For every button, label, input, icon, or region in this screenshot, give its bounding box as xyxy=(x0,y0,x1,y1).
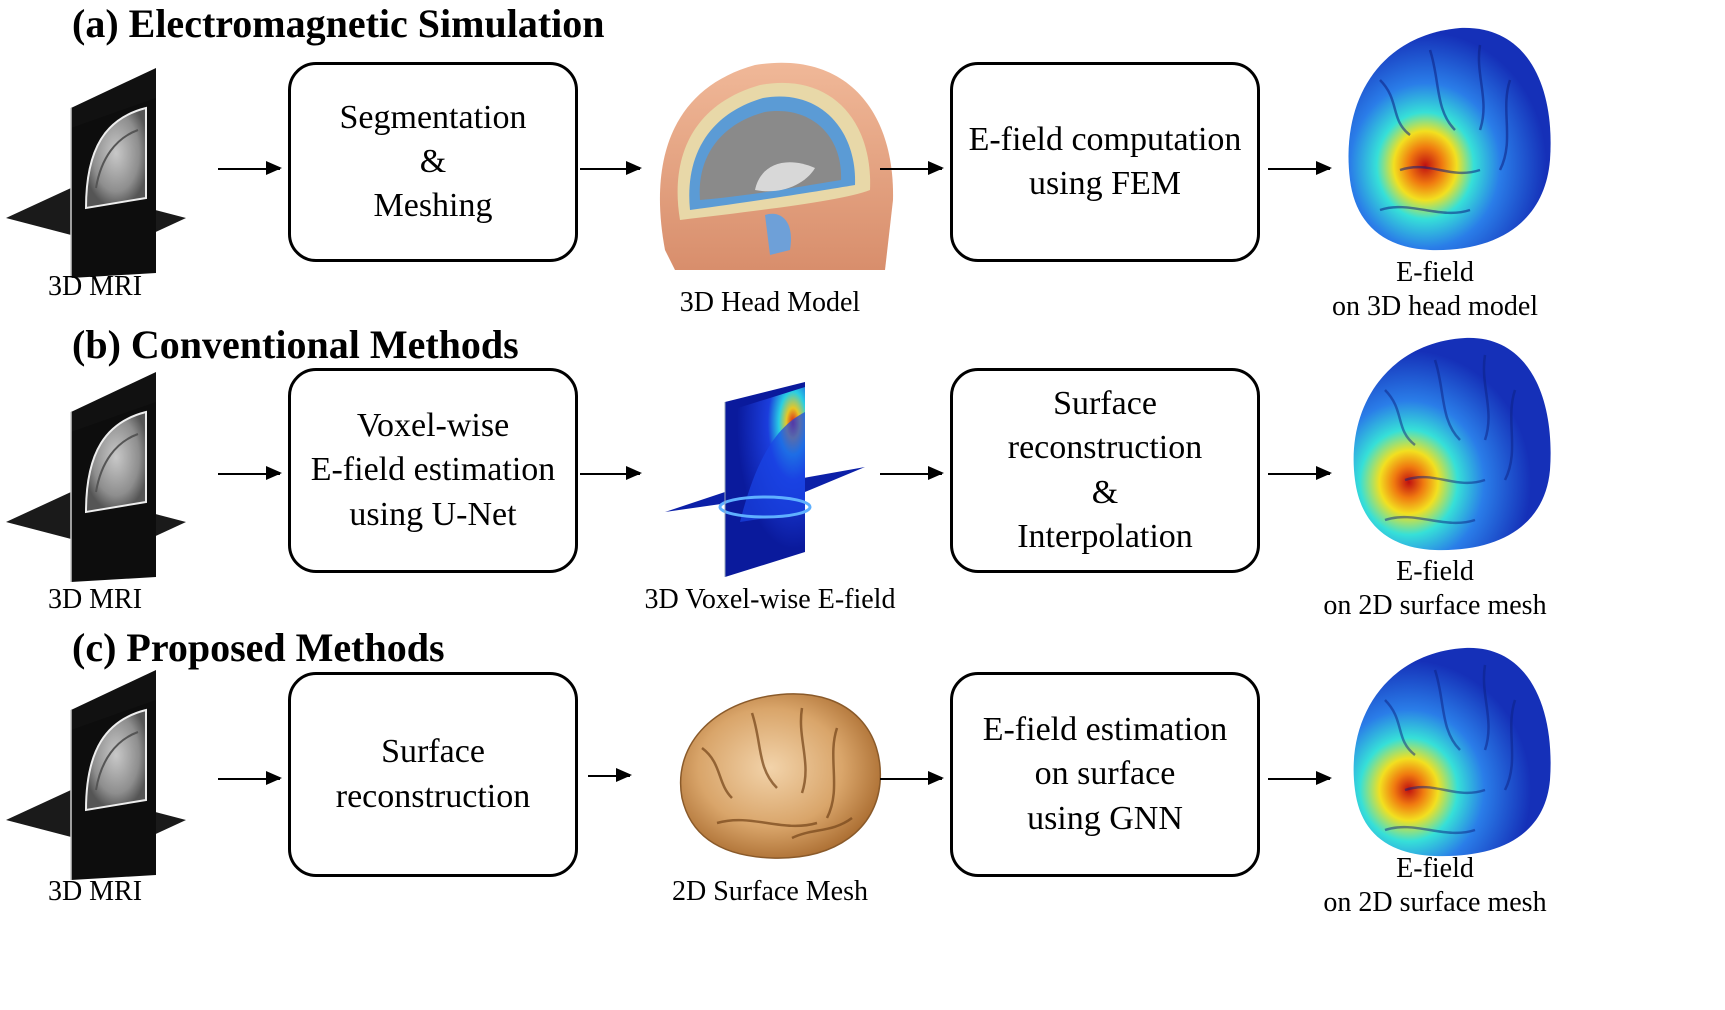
arrow xyxy=(1268,466,1332,480)
step-box-voxel-wise-unet: Voxel-wise E-field estimation using U-Ne… xyxy=(288,368,578,573)
mri-volume-image xyxy=(6,372,186,582)
section-title-proposed-methods: (c) Proposed Methods xyxy=(72,625,445,670)
surface-mesh-image xyxy=(679,693,882,859)
section-title-conventional-methods: (b) Conventional Methods xyxy=(72,322,519,367)
mri-volume-image xyxy=(6,670,186,880)
step-box-segmentation-meshing: Segmentation & Meshing xyxy=(288,62,578,262)
head-model-image xyxy=(659,62,894,270)
step-box-efield-gnn: E-field estimation on surface using GNN xyxy=(950,672,1260,877)
arrow xyxy=(880,771,944,785)
efield-head-model-image xyxy=(1348,27,1551,251)
arrow xyxy=(880,161,944,175)
mri-volume-image xyxy=(6,68,186,278)
output-caption: E-field on 2D surface mesh xyxy=(1323,853,1547,919)
middle-caption: 3D Head Model xyxy=(679,287,861,318)
arrow xyxy=(588,768,632,782)
arrow xyxy=(218,161,282,175)
section-title-electromagnetic-simulation: (a) Electromagnetic Simulation xyxy=(72,1,605,46)
efield-surface-mesh-image xyxy=(1353,647,1551,857)
efield-surface-mesh-image xyxy=(1353,337,1551,551)
arrow xyxy=(880,466,944,480)
arrow xyxy=(580,161,642,175)
step-box-surface-reconstruction: Surface reconstruction xyxy=(288,672,578,877)
middle-caption: 3D Voxel-wise E-field xyxy=(644,584,896,615)
step-box-efield-fem: E-field computation using FEM xyxy=(950,62,1260,262)
output-caption: E-field on 2D surface mesh xyxy=(1323,556,1547,622)
output-caption: E-field on 3D head model xyxy=(1331,257,1539,323)
arrow xyxy=(218,466,282,480)
arrow xyxy=(1268,161,1332,175)
step-box-surface-interpolation: Surface reconstruction & Interpolation xyxy=(950,368,1260,573)
voxel-efield-image xyxy=(665,382,865,577)
input-caption: 3D MRI xyxy=(47,876,143,907)
input-caption: 3D MRI xyxy=(47,271,143,302)
arrow xyxy=(218,771,282,785)
middle-caption: 2D Surface Mesh xyxy=(672,876,868,907)
arrow xyxy=(580,466,642,480)
arrow xyxy=(1268,771,1332,785)
input-caption: 3D MRI xyxy=(47,584,143,615)
